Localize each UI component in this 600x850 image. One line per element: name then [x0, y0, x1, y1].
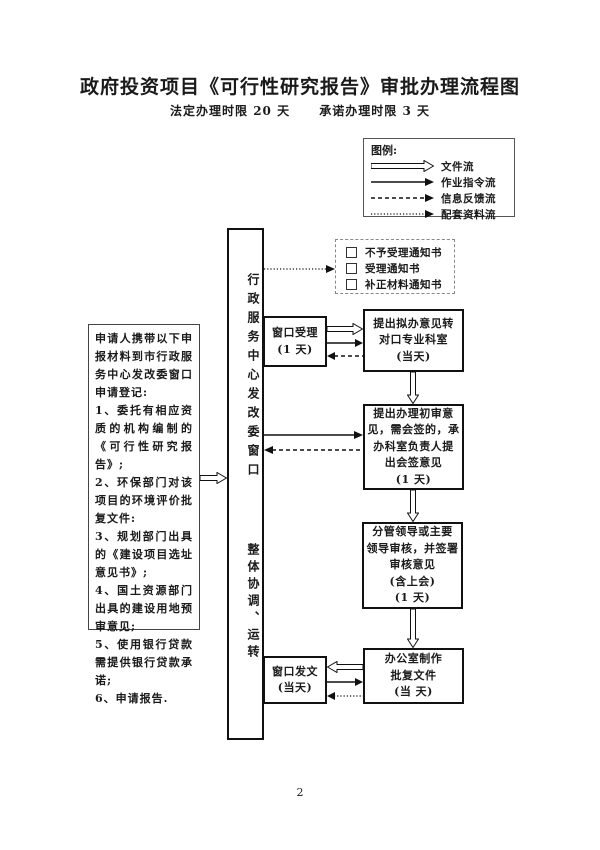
supporting-material-flow-arrow — [327, 690, 363, 702]
checkbox-icon — [346, 262, 357, 274]
step-leader-review: 分管领导或主要 领导审核，并签署 审核意见 (含上会) (1 天) — [362, 522, 463, 609]
notice-options-box: 不予受理通知书 受理通知书 补正材料通知书 — [335, 239, 455, 294]
page-number: 2 — [296, 786, 304, 799]
step-window-issue: 窗口发文 (当天) — [263, 656, 327, 704]
legend-box: 图例: 文件流 作业指令流 信息反馈流 配套资料流 — [363, 138, 515, 221]
statutory-time-limit: 法定办理时限 20 天 — [170, 104, 291, 118]
service-center-bar: 行政服务中心发改委窗口 整体协调、运转 — [227, 228, 264, 740]
step-window-accept: 窗口受理 (1 天) — [263, 316, 327, 367]
instruction-flow-arrow — [327, 337, 363, 349]
instruction-flow-arrow — [327, 676, 363, 688]
step-draft-opinion: 提出拟办意见转 对口专业科室 (当天) — [363, 309, 464, 372]
legend-item-feedback-flow: 信息反馈流 — [371, 190, 508, 206]
document-flow-arrow — [407, 490, 419, 522]
applicant-materials-box: 申请人携带以下申报材料到市行政服务中心发改委窗口申请登记: 1、委托有相应资质的… — [88, 324, 200, 705]
instruction-flow-arrow — [264, 429, 363, 441]
solid-arrow-icon — [371, 176, 441, 188]
document-flow-arrow — [200, 472, 227, 484]
checkbox-icon — [346, 278, 357, 290]
supporting-material-flow-arrow — [264, 263, 335, 275]
step-initial-review: 提出办理初审意 见，需会签的，承 办科室负责人提 出会签意见 (1 天) — [363, 404, 464, 490]
feedback-flow-arrow — [327, 350, 363, 362]
notice-row-supplement: 补正材料通知书 — [346, 276, 454, 292]
notice-row-reject: 不予受理通知书 — [346, 244, 454, 260]
page-title: 政府投资项目《可行性研究报告》审批办理流程图 — [79, 76, 520, 98]
legend-item-document-flow: 文件流 — [371, 158, 508, 174]
dashed-arrow-icon — [371, 192, 441, 204]
legend-item-instruction-flow: 作业指令流 — [371, 174, 508, 190]
dotted-arrow-icon — [371, 208, 441, 220]
coordination-label: 整体协调、运转 — [246, 543, 260, 662]
notice-row-accept: 受理通知书 — [346, 260, 454, 276]
promised-time-limit: 承诺办理时限 3 天 — [319, 104, 430, 118]
step-office-make-document: 办公室制作 批复文件 (当 天) — [363, 648, 464, 704]
legend-title: 图例: — [371, 144, 398, 157]
document-flow-arrow — [407, 372, 419, 404]
hollow-arrow-icon — [371, 160, 441, 172]
service-center-label: 行政服务中心发改委窗口 — [246, 273, 260, 482]
document-flow-arrow — [327, 661, 363, 673]
checkbox-icon — [346, 246, 357, 258]
legend-item-supporting-material-flow: 配套资料流 — [371, 206, 508, 222]
page-subtitle: 法定办理时限 20 天 承诺办理时限 3 天 — [0, 102, 600, 119]
document-flow-arrow — [407, 609, 419, 648]
feedback-flow-arrow — [264, 444, 363, 456]
document-flow-arrow — [327, 323, 363, 335]
